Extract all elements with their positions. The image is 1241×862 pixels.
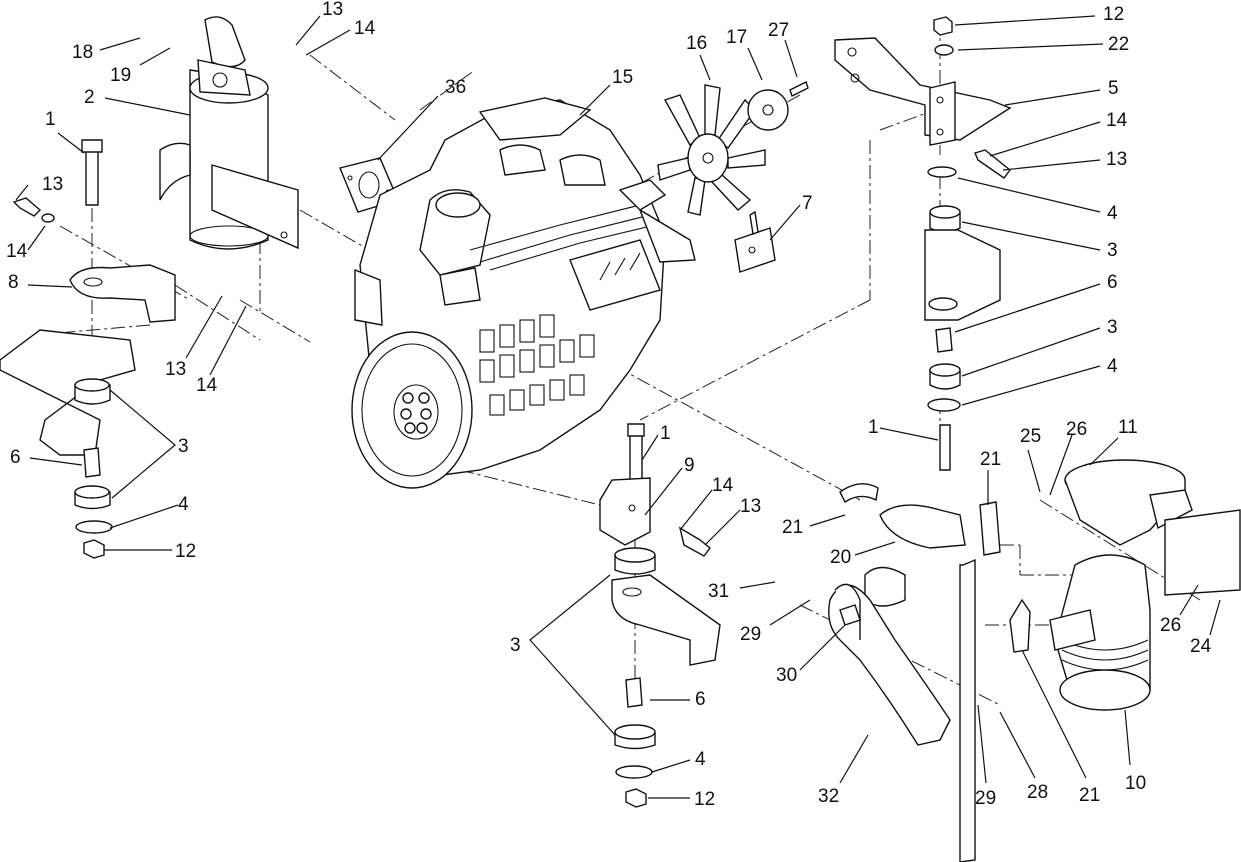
left-mount-assembly (0, 139, 176, 559)
air-cleaner-assembly (828, 459, 1241, 862)
right-mount-hardware (924, 16, 1011, 471)
bracket-7 (734, 210, 776, 273)
muffler (159, 16, 299, 250)
mount-bracket-right (834, 37, 1012, 146)
flywheel (351, 331, 473, 489)
center-mount-assembly (599, 423, 721, 808)
leader-lines (15, 15, 1221, 799)
fan (657, 81, 809, 216)
